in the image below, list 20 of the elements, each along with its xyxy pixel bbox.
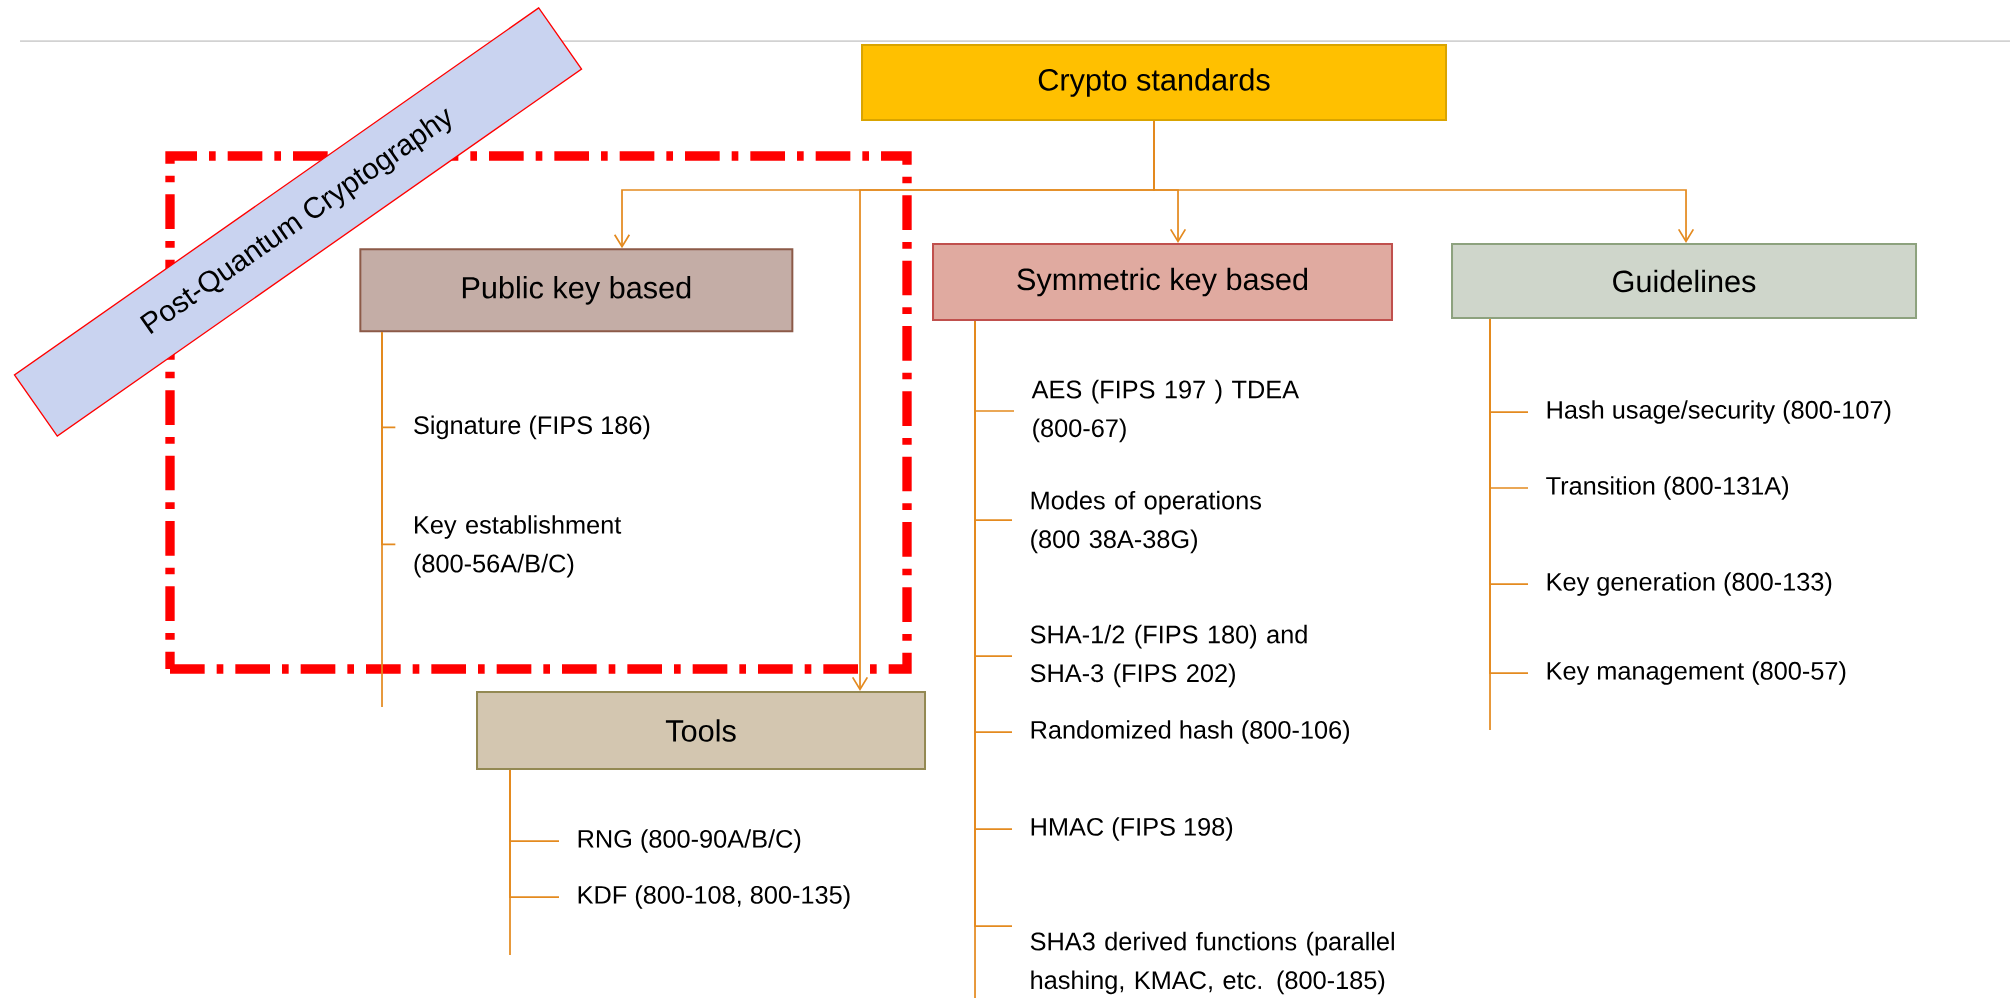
category-box: Tools	[476, 691, 926, 770]
standard-item: KDF (800-108, 800-135)	[578, 885, 850, 909]
category-box: Symmetric key based	[932, 243, 1393, 321]
standard-item: Key generation (800-133)	[1547, 572, 1832, 596]
standard-item: Modes of operations (800 38A-38G)	[1031, 490, 1261, 554]
connector	[851, 120, 1155, 691]
standard-item: RNG (800-90A/B/C)	[578, 829, 801, 853]
standard-item: Randomized hash (800-106)	[1031, 720, 1350, 744]
standard-item: Key management (800-57)	[1547, 661, 1846, 685]
standard-item: SHA-1/2 (FIPS 180) and SHA-3 (FIPS 202)	[1030, 624, 1307, 688]
category-box: Guidelines	[1451, 243, 1917, 319]
standard-item: Hash usage/security (800-107)	[1547, 400, 1891, 424]
standard-item: AES (FIPS 197 ) TDEA (800-67)	[1031, 379, 1299, 443]
standard-item: Signature (FIPS 186)	[414, 415, 650, 440]
standard-item: Key establishment (800-56A/B/C)	[414, 515, 622, 578]
category-box: Public key based	[359, 248, 794, 333]
category-box: Crypto standards	[861, 44, 1447, 121]
standard-item: HMAC (FIPS 198)	[1031, 817, 1233, 841]
standard-item: SHA3 derived functions (parallel hashing, KMAC, etc. (800-185)	[1030, 931, 1394, 995]
standard-item: Transition (800-131A)	[1546, 476, 1789, 500]
